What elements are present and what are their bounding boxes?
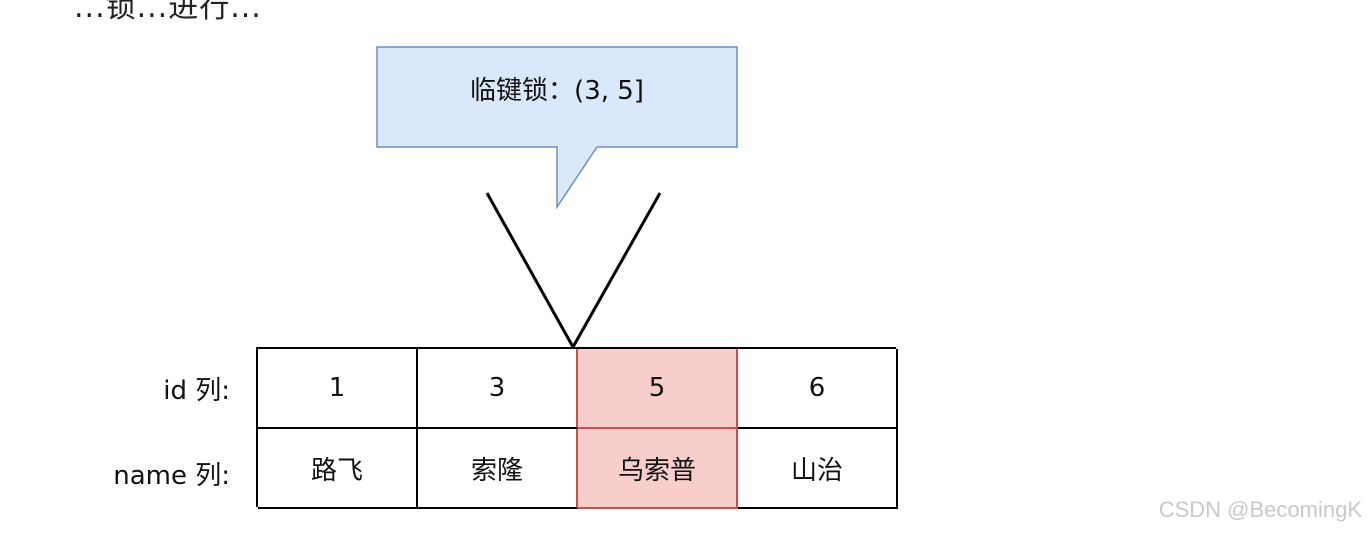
cropped-header-text: ...锁...进行... bbox=[74, 0, 262, 25]
callout-label: 临键锁：(3, 5] bbox=[470, 76, 644, 106]
id-cell: 6 bbox=[738, 349, 898, 429]
watermark: CSDN @BecomingK bbox=[1158, 497, 1362, 522]
id-cell: 1 bbox=[258, 349, 418, 429]
range-line-right bbox=[571, 192, 662, 348]
name-cell: 路飞 bbox=[258, 429, 418, 509]
index-table: 1 3 5 6 路飞 索隆 乌索普 山治 bbox=[256, 347, 898, 509]
callout-bubble bbox=[376, 46, 738, 210]
range-line-left bbox=[485, 192, 575, 348]
id-cell: 3 bbox=[418, 349, 578, 429]
name-cell: 山治 bbox=[738, 429, 898, 509]
name-cell: 索隆 bbox=[418, 429, 578, 509]
name-cell-highlighted: 乌索普 bbox=[578, 429, 738, 509]
id-cell-highlighted: 5 bbox=[578, 349, 738, 429]
name-row-label: name 列: bbox=[113, 461, 230, 491]
id-row-label: id 列: bbox=[163, 376, 230, 406]
